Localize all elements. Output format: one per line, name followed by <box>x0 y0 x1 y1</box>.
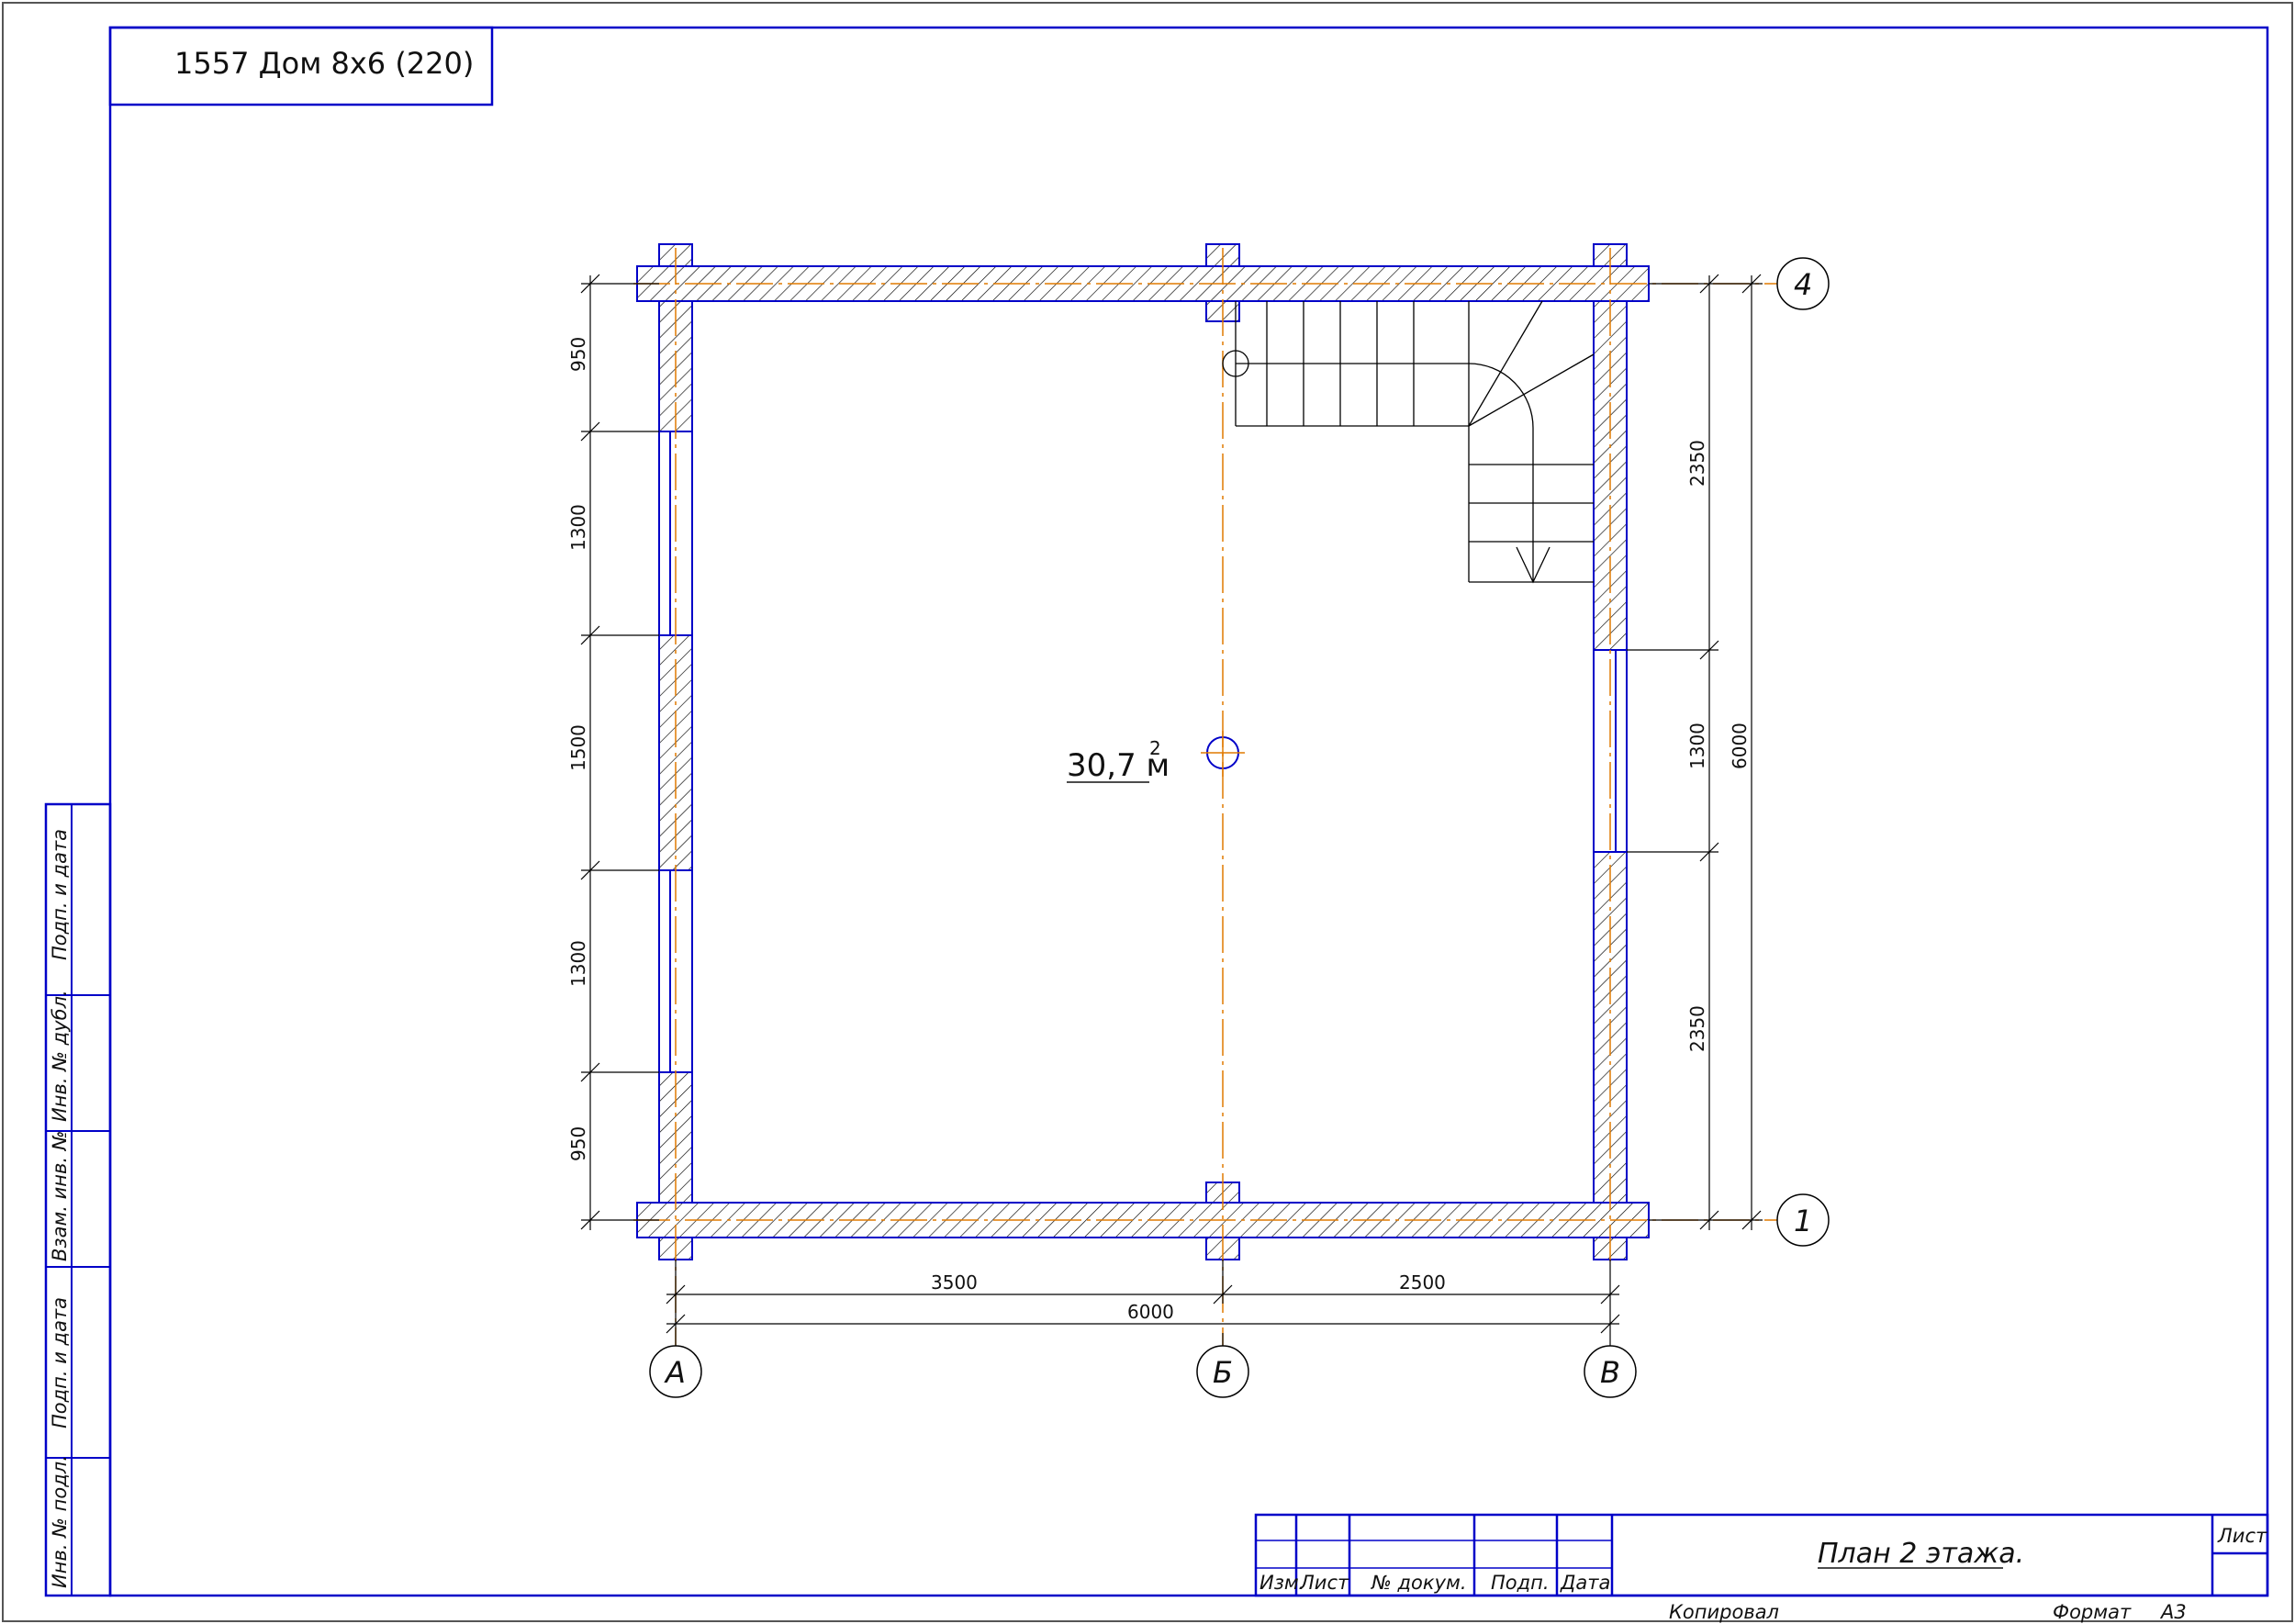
dimension-left: 950 1300 1500 1300 950 <box>567 274 659 1230</box>
axis-bubble-a <box>649 1345 702 1398</box>
stamp-orig-inv: Инв. № подл. <box>49 1455 71 1588</box>
format-label: Формат <box>2053 1601 2132 1623</box>
tb-header-sign: Подп. <box>1491 1572 1550 1594</box>
project-title-box <box>108 26 494 106</box>
sheet-name: План 2 этажа. <box>1818 1538 2024 1570</box>
column-marker <box>1201 731 1245 777</box>
dim-bottom-2: 2500 <box>1399 1271 1446 1294</box>
dim-left-2: 1300 <box>567 504 589 551</box>
dim-right-total: 6000 <box>1729 722 1751 769</box>
dimension-right: 2350 1300 2350 6000 <box>1627 274 1763 1230</box>
dim-right-3: 2350 <box>1686 1005 1708 1052</box>
axis-bubble-b <box>1196 1345 1249 1398</box>
axis-label-1: 1 <box>1794 1204 1812 1238</box>
tb-header-doc: № докум. <box>1371 1572 1467 1594</box>
axis-bubble-v <box>1584 1345 1637 1398</box>
axis-bubble-1 <box>1776 1193 1830 1247</box>
floor-plan: 30,7 м 2 950 1300 1500 1300 <box>567 243 1830 1398</box>
project-title: 1557 Дом 8х6 (220) <box>174 46 474 81</box>
dim-right-2: 1300 <box>1686 722 1708 769</box>
axis-label-a: А <box>664 1355 686 1390</box>
dim-right-1: 2350 <box>1686 440 1708 487</box>
stair-start-marker <box>1222 350 1249 377</box>
side-stamp: Подп. и дата Инв. № дубл. Взам. инв. № П… <box>44 802 112 1597</box>
tb-header-date: Дата <box>1560 1572 1610 1594</box>
axis-bubble-4 <box>1776 257 1830 310</box>
format-value: А3 <box>2159 1601 2187 1623</box>
dim-left-1: 950 <box>567 337 589 372</box>
axis-label-b: Б <box>1213 1355 1233 1390</box>
tb-header-sheet: Лист <box>1299 1572 1349 1594</box>
dim-bottom-total: 6000 <box>1127 1301 1174 1323</box>
stamp-sign-date-2: Подп. и дата <box>49 1297 71 1428</box>
dimension-bottom: 3500 2500 6000 <box>666 1260 1620 1334</box>
room-area-superscript: 2 <box>1149 737 1161 759</box>
drawing-frame <box>108 26 2269 1597</box>
dim-left-3: 1500 <box>567 724 589 771</box>
sheet-label: Лист <box>2217 1525 2267 1547</box>
dim-bottom-1: 3500 <box>931 1271 978 1294</box>
tb-header-change: Изм. <box>1259 1572 1304 1594</box>
axis-centerlines <box>633 248 1781 1359</box>
copied-label: Копировал <box>1669 1601 1779 1623</box>
stamp-sign-date-1: Подп. и дата <box>49 829 71 960</box>
title-block: Изм. Лист № докум. Подп. Дата План 2 эта… <box>1254 1513 2269 1623</box>
axis-bubbles: А Б В 4 1 <box>649 257 1830 1398</box>
dim-left-4: 1300 <box>567 940 589 987</box>
axis-label-4: 4 <box>1794 267 1812 302</box>
stamp-dup-inv: Инв. № дубл. <box>49 990 71 1122</box>
stamp-replace-inv: Взам. инв. № <box>49 1130 71 1261</box>
room-area: 30,7 м <box>1067 747 1170 784</box>
dim-left-5: 950 <box>567 1126 589 1161</box>
staircase <box>1235 300 1595 583</box>
arrow-down-icon <box>1516 546 1551 584</box>
axis-label-v: В <box>1600 1355 1620 1390</box>
